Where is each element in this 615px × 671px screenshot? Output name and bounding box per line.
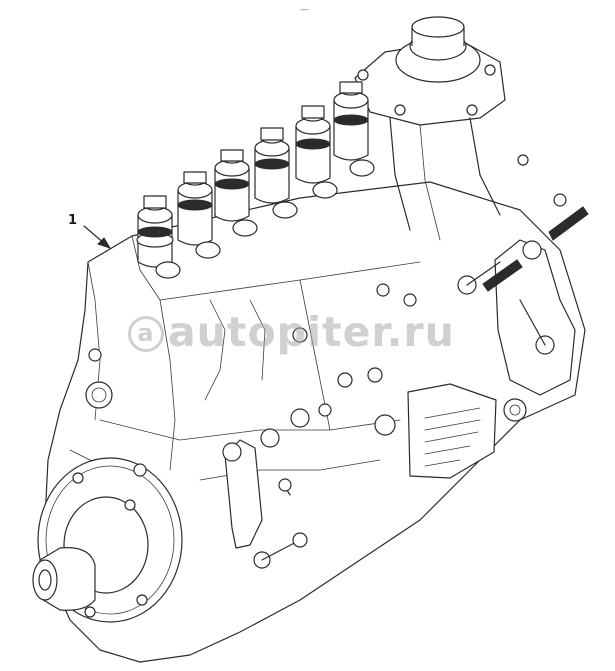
delivery-valve-5	[295, 105, 331, 184]
top-mark: —	[300, 5, 309, 15]
side-fittings	[85, 154, 567, 477]
governor-cover	[354, 16, 506, 241]
control-lever-linkage	[222, 439, 308, 569]
nameplate	[407, 383, 497, 479]
governor-lever-assembly	[457, 239, 576, 396]
drive-flange	[32, 457, 183, 623]
pointer-arrow-lower	[482, 259, 523, 292]
delivery-valve-4	[254, 127, 290, 204]
delivery-valve-3	[214, 149, 250, 222]
pointer-arrow-upper	[548, 206, 589, 241]
delivery-valve-2	[177, 171, 213, 246]
delivery-valve-1	[136, 195, 174, 268]
callout-arrow-1	[83, 225, 112, 249]
callout-number-1: 1	[68, 213, 77, 228]
valve-nuts	[155, 159, 375, 279]
delivery-valve-6	[333, 81, 369, 161]
